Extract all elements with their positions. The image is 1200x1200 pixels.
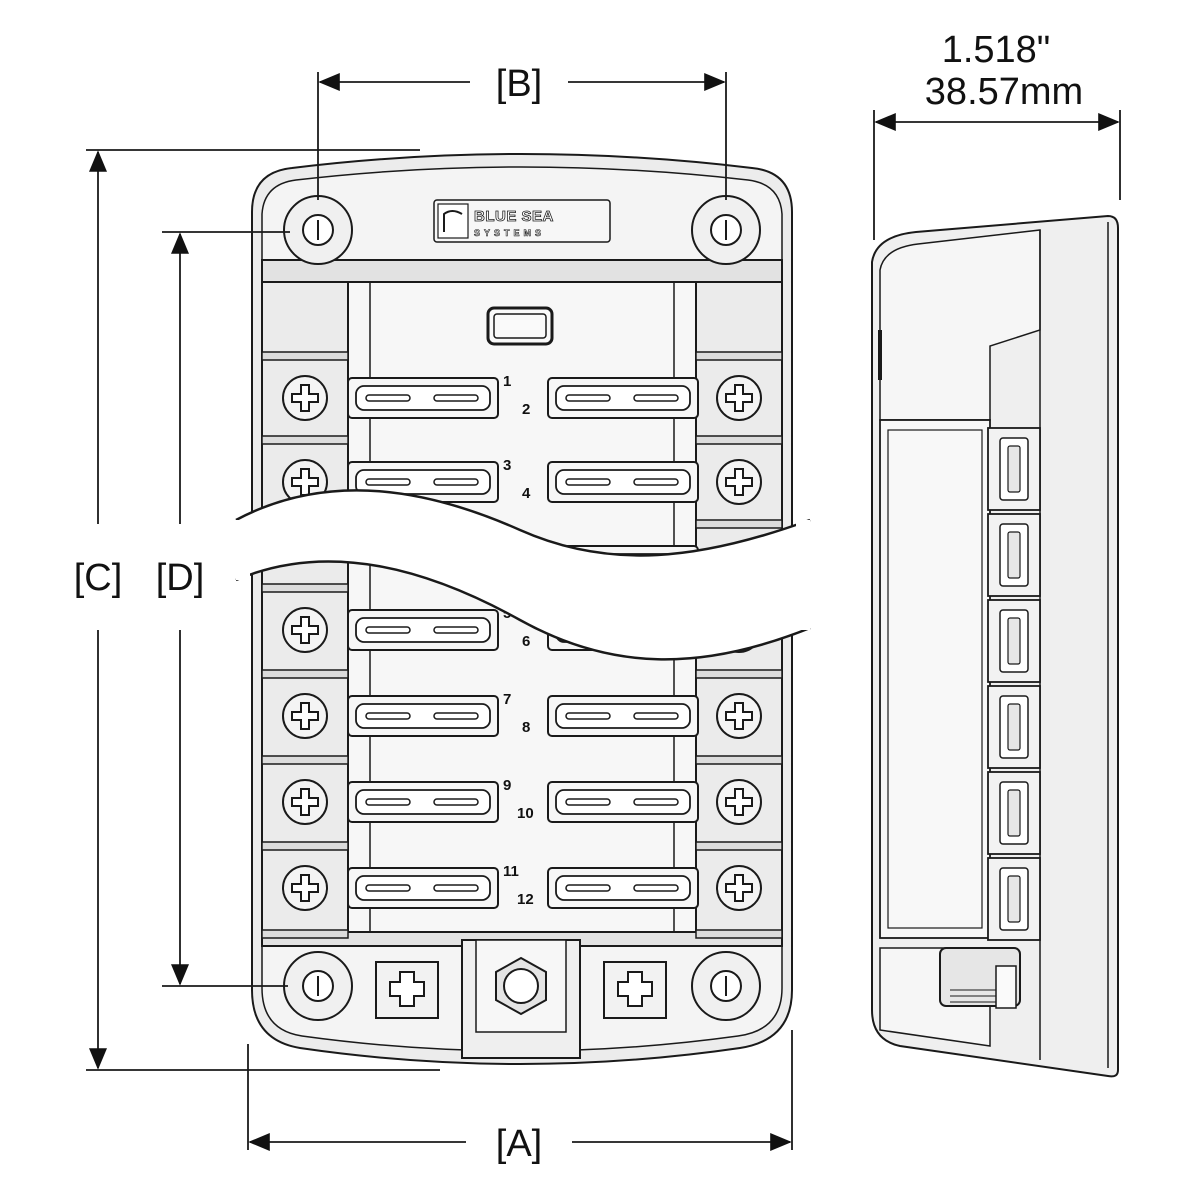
side-fuse-4 xyxy=(987,685,1041,769)
main-stud-nut xyxy=(461,939,581,1059)
mount-hole-bottom-left xyxy=(283,951,353,1021)
side-fuse-stack xyxy=(987,427,1041,941)
fuse-number: 2 xyxy=(522,401,530,418)
fuse-number: 7 xyxy=(503,691,511,708)
side-fuse-5 xyxy=(987,771,1041,855)
side-fuse-3 xyxy=(987,599,1041,683)
terminal-rail-7 xyxy=(261,929,783,939)
dimension-a-label: [A] xyxy=(496,1123,542,1165)
fuse-number: 12 xyxy=(517,891,534,908)
ground-terminal-left xyxy=(375,961,439,1019)
fuse-slot-right-6 xyxy=(547,867,699,909)
fuse-slot-right-4 xyxy=(547,695,699,737)
dimension-d xyxy=(162,231,290,987)
terminal-rail-2 xyxy=(261,435,783,445)
terminal-screw-left-6 xyxy=(282,865,328,911)
fuse-slot-left-5 xyxy=(347,781,499,823)
fuse-slot-left-3 xyxy=(347,609,499,651)
dimension-depth xyxy=(873,110,1121,240)
depth-mm-label: 38.57mm xyxy=(925,71,1083,113)
fuse-slot-left-1 xyxy=(347,377,499,419)
blue-sea-logo: BLUE SEA SYSTEMS xyxy=(433,199,611,243)
terminal-screw-left-5 xyxy=(282,779,328,825)
terminal-screw-left-4 xyxy=(282,693,328,739)
ground-terminal-right xyxy=(603,961,667,1019)
side-fuse-1 xyxy=(987,427,1041,511)
indicator-window xyxy=(486,306,554,346)
dimension-b-label: [B] xyxy=(496,63,542,105)
dimension-c-label: [C] xyxy=(74,557,123,599)
fuse-number: 9 xyxy=(503,777,511,794)
dimension-a xyxy=(247,1030,793,1151)
terminal-screw-right-1 xyxy=(716,375,762,421)
fuse-number: 1 xyxy=(503,373,511,390)
brand-line-2: SYSTEMS xyxy=(474,228,545,238)
terminal-rail-4 xyxy=(261,669,783,679)
fuse-slot-right-5 xyxy=(547,781,699,823)
mount-hole-top-left xyxy=(283,195,353,265)
break-lines xyxy=(236,490,810,660)
terminal-rail-5 xyxy=(261,755,783,765)
dimension-d-label: [D] xyxy=(156,557,205,599)
terminal-rail-1 xyxy=(261,351,783,361)
fuse-number: 4 xyxy=(522,485,531,502)
brand-line-1: BLUE SEA xyxy=(474,208,554,225)
fuse-number: 11 xyxy=(503,863,519,880)
fuse-number: 6 xyxy=(522,633,530,650)
terminal-screw-left-1 xyxy=(282,375,328,421)
side-fuse-6 xyxy=(987,857,1041,941)
mount-hole-top-right xyxy=(691,195,761,265)
fuse-number: 8 xyxy=(522,719,530,736)
terminal-screw-right-2 xyxy=(716,459,762,505)
fuse-number: 10 xyxy=(517,805,534,822)
fuse-number: 3 xyxy=(503,457,511,474)
terminal-screw-left-3 xyxy=(282,607,328,653)
terminal-screw-right-4 xyxy=(716,693,762,739)
fuse-slot-left-4 xyxy=(347,695,499,737)
top-band xyxy=(261,259,783,283)
side-fuse-2 xyxy=(987,513,1041,597)
fuse-slot-left-6 xyxy=(347,867,499,909)
terminal-rail-6 xyxy=(261,841,783,851)
fuse-slot-right-1 xyxy=(547,377,699,419)
dimension-c xyxy=(86,149,440,1071)
mount-hole-bottom-right xyxy=(691,951,761,1021)
terminal-screw-right-5 xyxy=(716,779,762,825)
fuse-slot-right-2 xyxy=(547,461,699,503)
dimension-b xyxy=(317,72,727,200)
terminal-screw-right-6 xyxy=(716,865,762,911)
depth-inches-label: 1.518" xyxy=(942,29,1051,71)
